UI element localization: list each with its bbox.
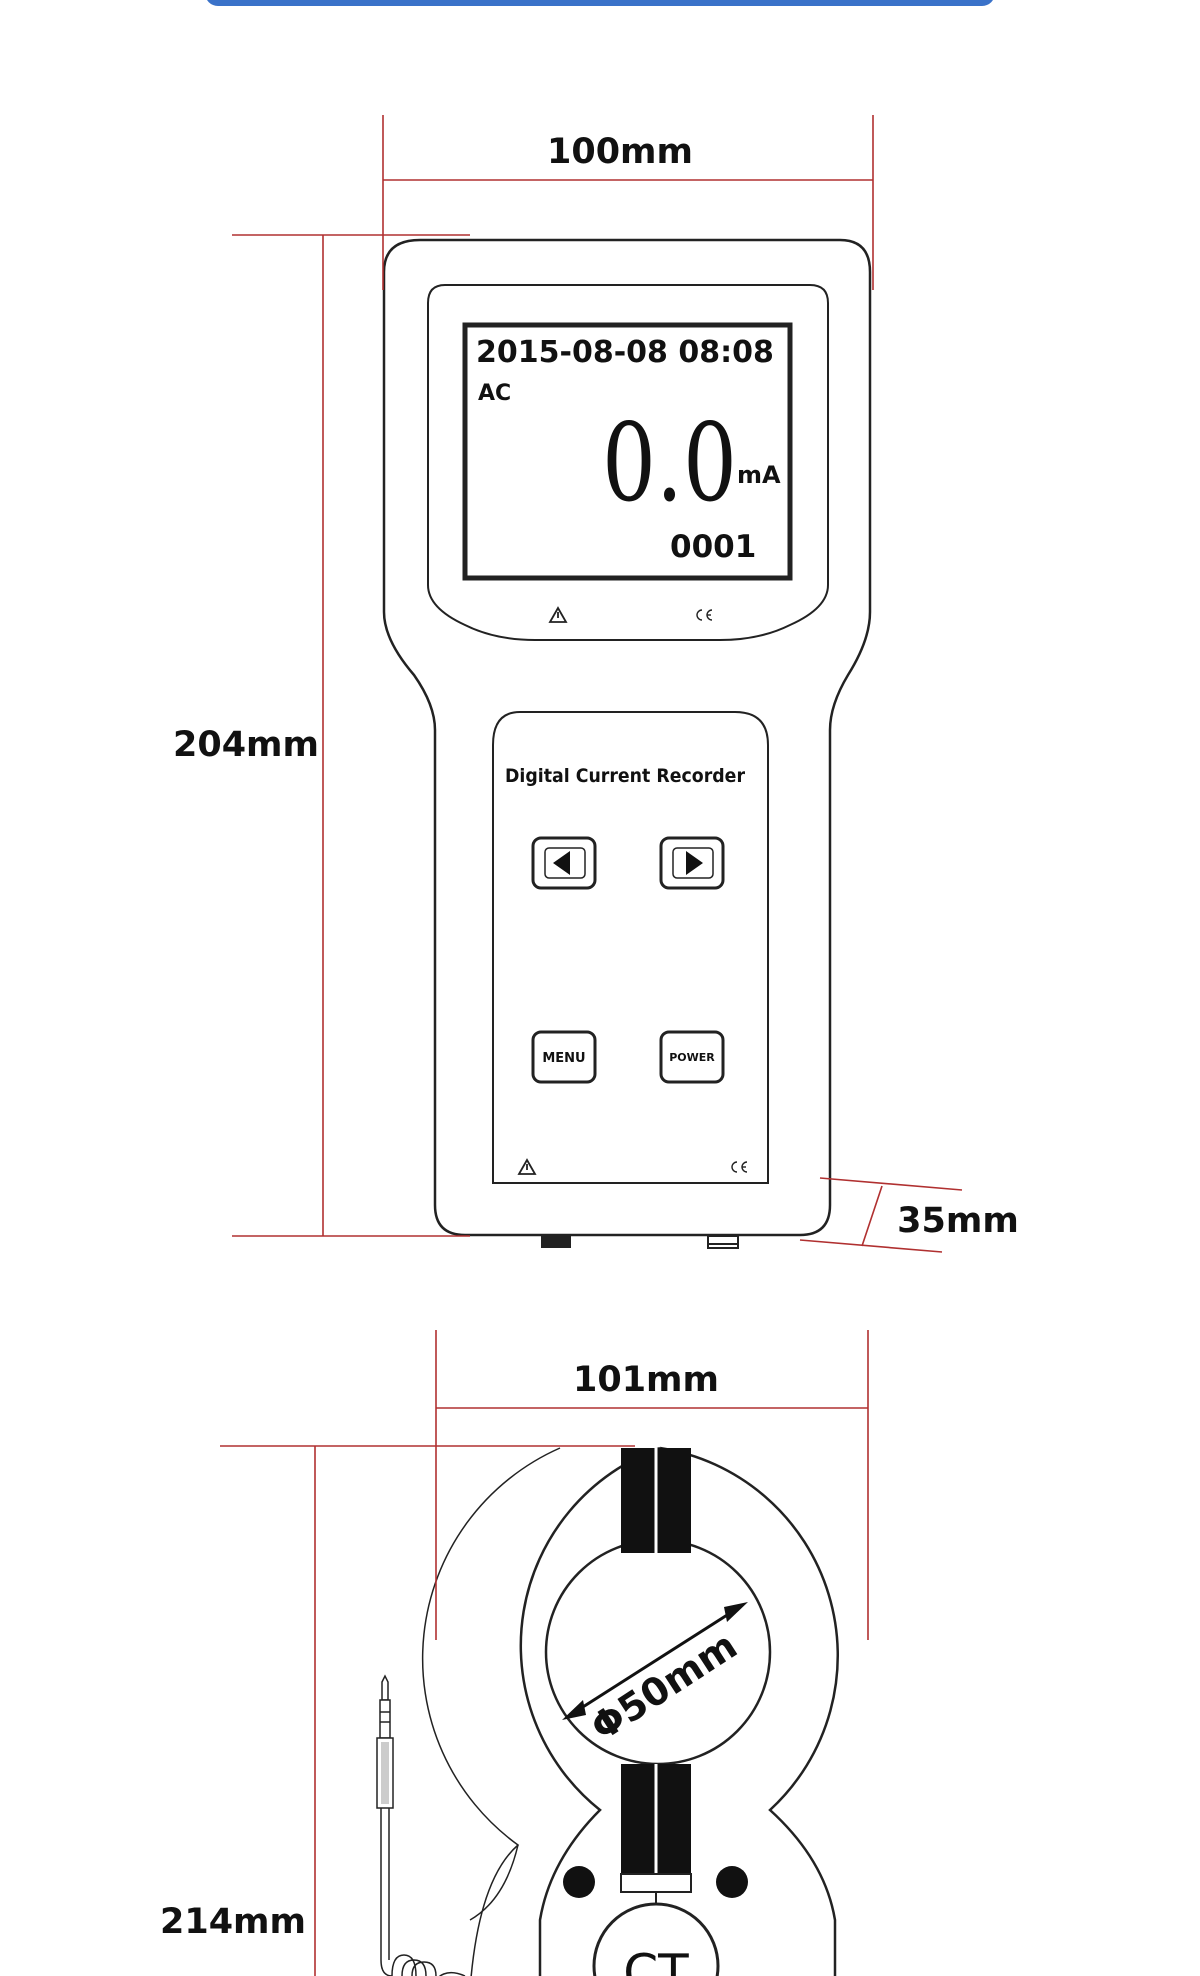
ce-mark: [696, 609, 713, 621]
lcd-reading: 0.0: [602, 401, 737, 526]
device-width-label: 100mm: [547, 132, 693, 172]
probe-plug: [376, 1674, 437, 1976]
recorder-device: [382, 238, 872, 1249]
clamp-outer-contour: [421, 1447, 561, 1976]
device-body-outline: [382, 238, 872, 1237]
power-button-label: POWER: [669, 1051, 715, 1064]
right-arrow-icon: [686, 851, 703, 875]
bottom-connector-left: [541, 1236, 571, 1248]
device-height-label: 204mm: [173, 725, 319, 765]
left-button[interactable]: [531, 836, 597, 890]
device-depth-label: 35mm: [897, 1201, 1019, 1241]
lcd-datetime: 2015-08-08 08:08: [476, 335, 774, 370]
lcd-mode: AC: [478, 381, 511, 406]
clamp-height-label: 214mm: [160, 1902, 306, 1942]
left-arrow-icon: [553, 851, 570, 875]
probe-coil: [391, 1954, 437, 1976]
clamp-ct-badge: [592, 1902, 720, 1976]
clamp-ct-label: CT: [623, 1944, 689, 1976]
lcd-unit: mA: [737, 461, 781, 489]
menu-button[interactable]: MENU: [531, 1030, 597, 1084]
keypad-panel: [492, 711, 769, 1184]
power-button[interactable]: POWER: [659, 1030, 725, 1084]
warning-triangle-icon: [548, 606, 568, 623]
right-button[interactable]: [659, 836, 725, 890]
clamp-dimension-lines: [220, 1330, 869, 1976]
lcd-record-number: 0001: [670, 529, 756, 565]
clamp-bolt-left: [563, 1866, 595, 1898]
ce-mark: [731, 1161, 748, 1173]
clamp-width-label: 101mm: [573, 1360, 719, 1400]
clamp-ct: [421, 1446, 839, 1976]
panel-title: Digital Current Recorder: [505, 765, 746, 787]
menu-button-label: MENU: [542, 1051, 585, 1066]
lcd-screen: [462, 322, 793, 581]
bottom-connector-right: [707, 1235, 739, 1249]
clamp-outer-outline: [519, 1446, 839, 1976]
clamp-bolt-right: [716, 1866, 748, 1898]
device-dimension-lines: [232, 115, 963, 1253]
warning-triangle-icon: [517, 1158, 537, 1175]
screen-bezel: [427, 284, 829, 641]
clamp-cable: [438, 1844, 519, 1976]
top-banner-bar: [207, 0, 993, 6]
